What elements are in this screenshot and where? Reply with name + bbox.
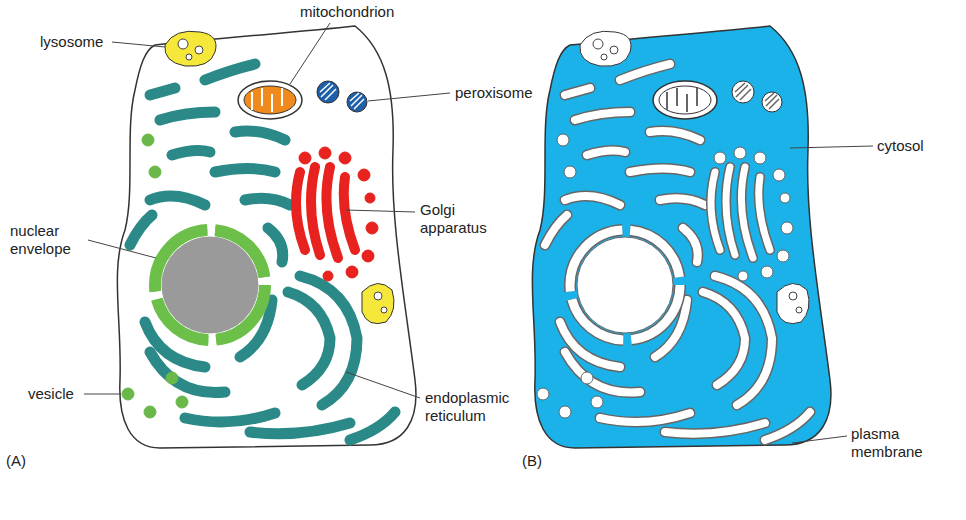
leader-line — [346, 210, 415, 212]
organelle-label: mitochondrion — [300, 3, 394, 21]
leader-line — [84, 394, 121, 395]
organelle-label: endoplasmic reticulum — [425, 389, 529, 425]
organelle-label: nuclear envelope — [10, 222, 86, 258]
leader-line — [792, 436, 847, 443]
leader-lines — [84, 23, 873, 443]
panel-letter: (B) — [522, 452, 542, 470]
leader-line — [790, 146, 873, 148]
organelle-label: peroxisome — [455, 84, 533, 102]
organelle-label: Golgi apparatus — [420, 201, 506, 237]
organelle-label: plasma membrane — [851, 425, 961, 461]
cell-outline — [117, 26, 416, 448]
leader-line — [290, 23, 330, 84]
cytosol-fill — [532, 26, 831, 448]
leader-line — [112, 42, 165, 47]
panel-letter: (A) — [6, 452, 26, 470]
leader-line — [346, 372, 420, 398]
organelles-colored — [122, 31, 395, 440]
leader-line — [368, 93, 450, 101]
leader-line — [88, 240, 156, 258]
region-label: cytosol — [877, 137, 924, 155]
organelle-label: vesicle — [28, 385, 74, 403]
organelles-outlined — [537, 31, 810, 440]
organelle-label: lysosome — [40, 33, 103, 51]
